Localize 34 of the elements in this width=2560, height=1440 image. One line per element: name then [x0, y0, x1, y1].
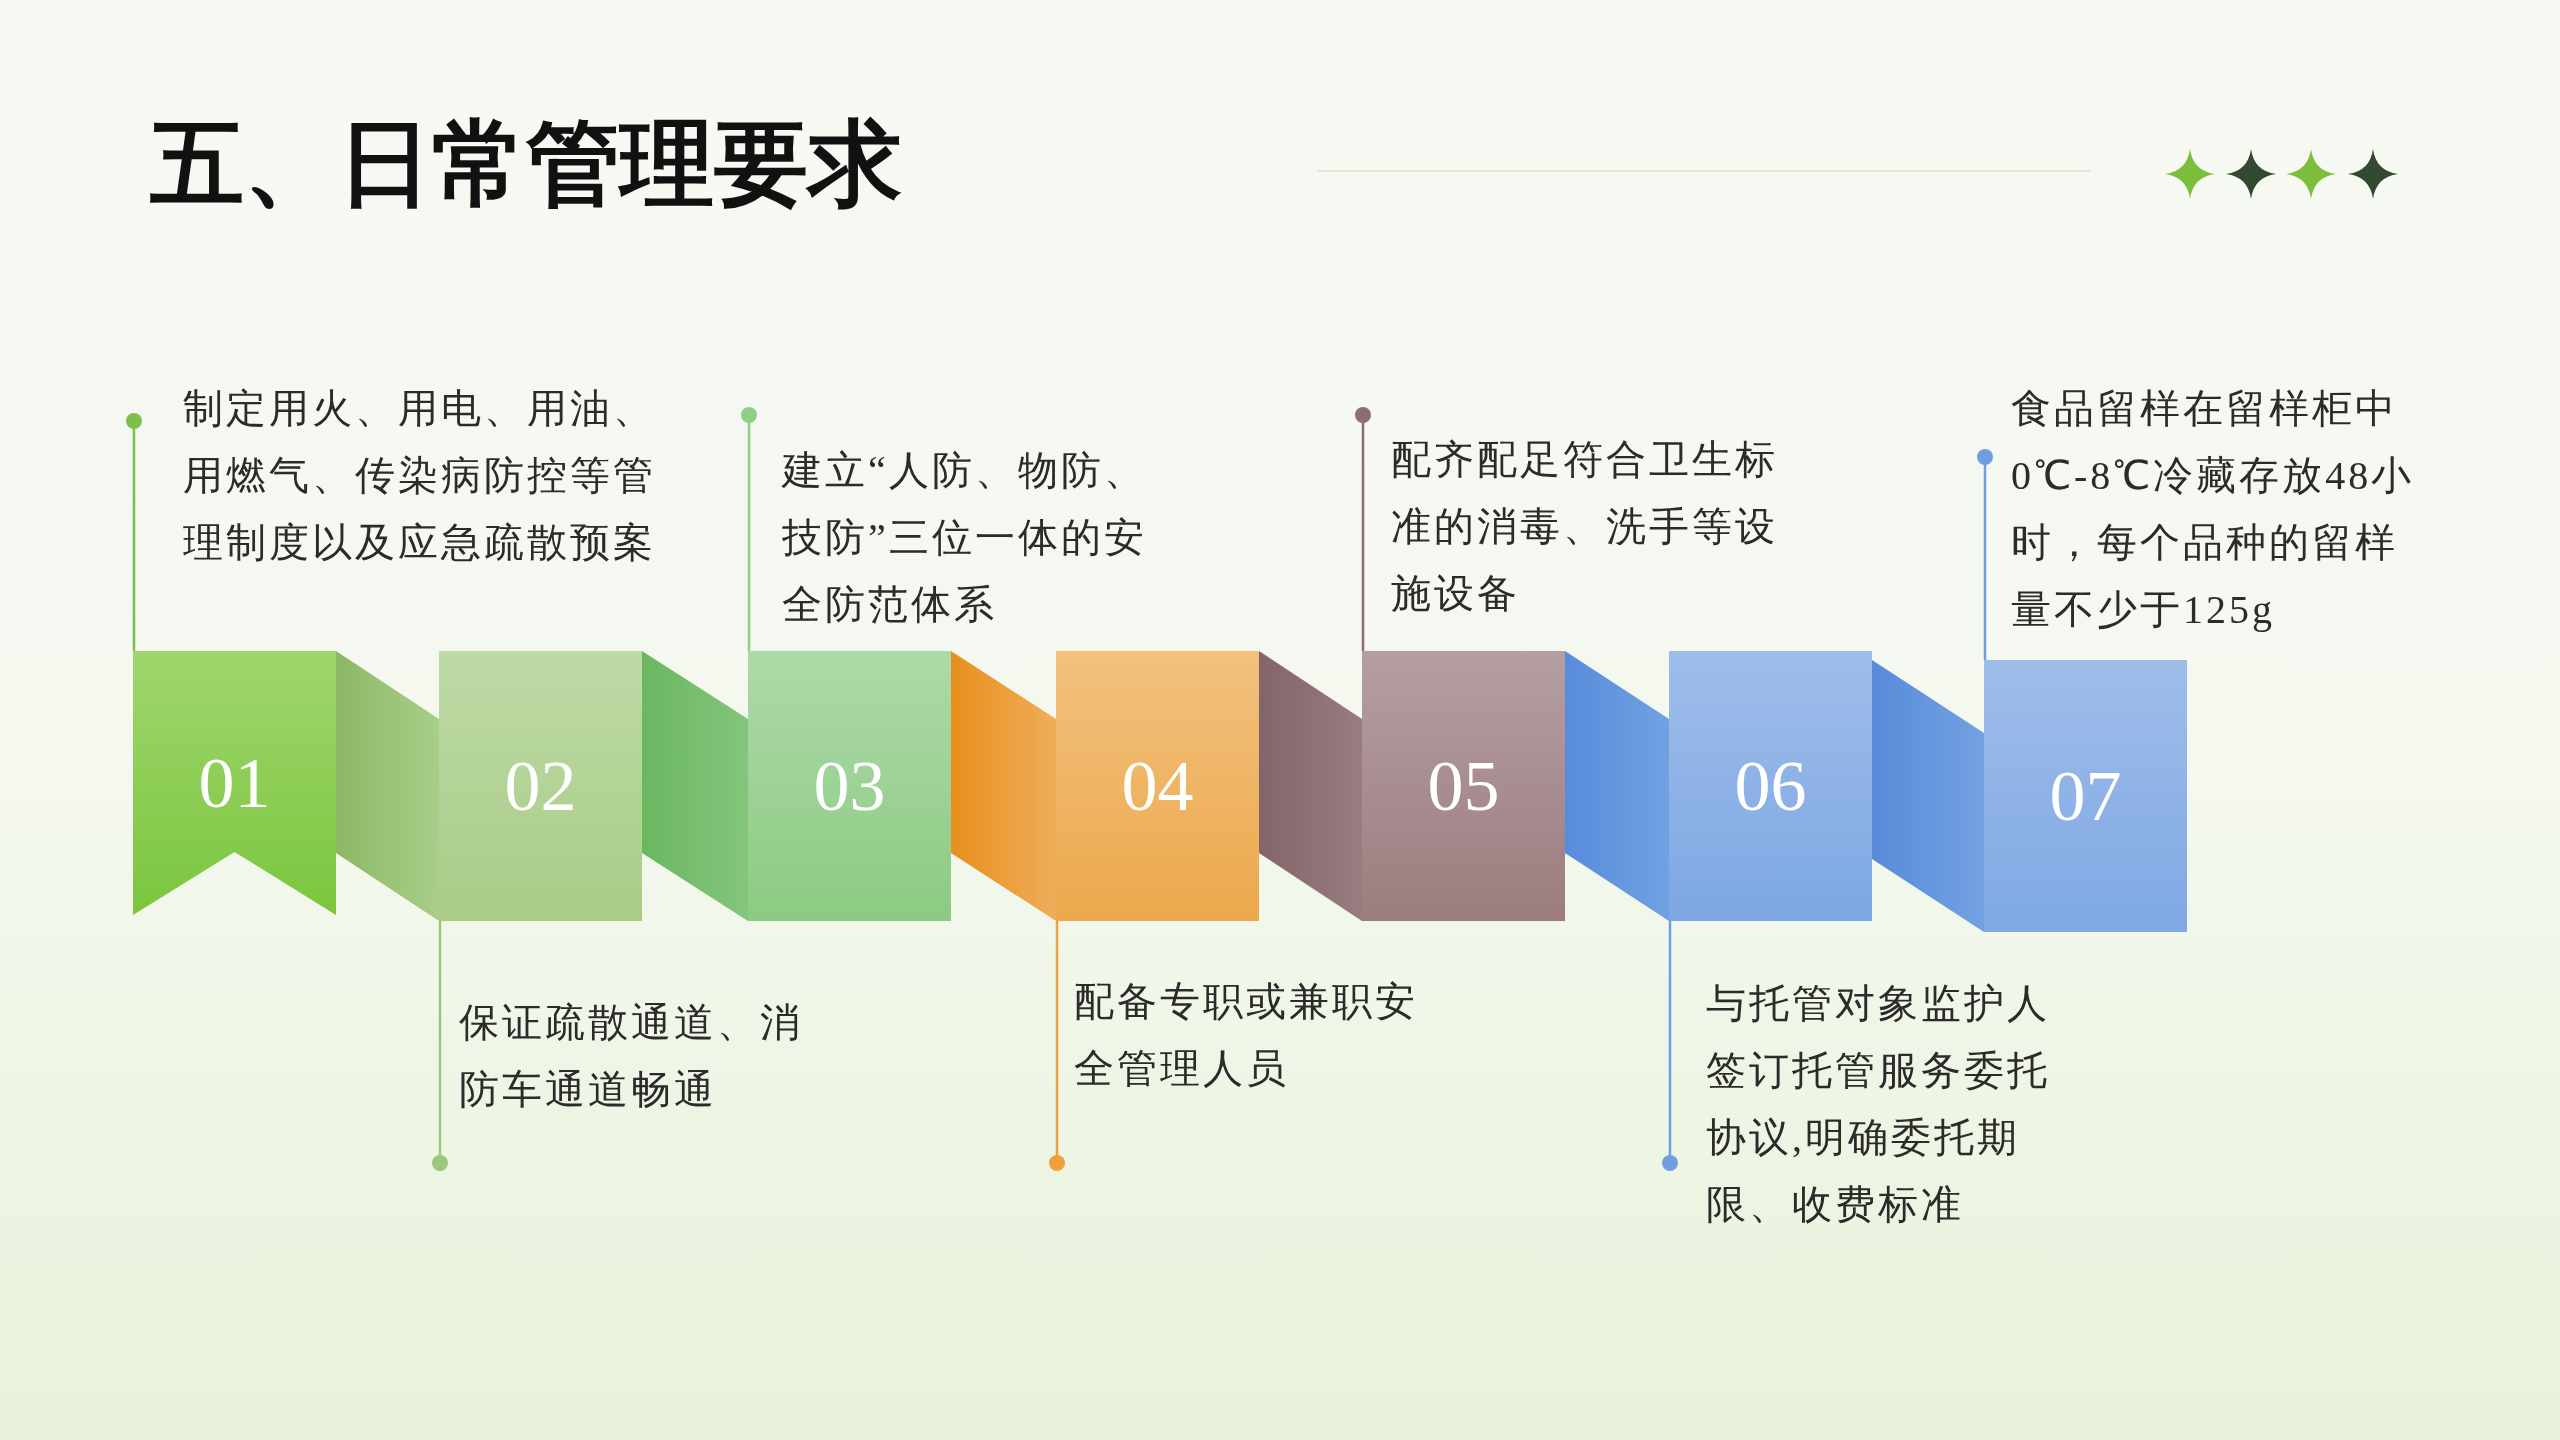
description-text: 保证疏散通道、消防车通道畅通: [459, 989, 809, 1123]
leader-line: [741, 407, 757, 651]
description-text: 食品留样在留样柜中0℃-8℃冷藏存放48小时，每个品种的留样量不少于125g: [2011, 375, 2429, 643]
ribbon-fold: [1872, 660, 1984, 932]
step-number: 04: [1121, 750, 1194, 822]
ribbon-fold: [336, 651, 439, 921]
ribbon-fold: [1259, 651, 1362, 921]
description-text: 配备专职或兼职安全管理人员: [1074, 968, 1424, 1102]
step-number: 07: [2049, 760, 2122, 832]
ribbon-panel: [748, 651, 951, 921]
leader-line: [126, 413, 142, 651]
ribbon-panel: [1669, 651, 1872, 921]
description-text: 配齐配足符合卫生标准的消毒、洗手等设施设备: [1391, 426, 1791, 627]
ribbon-fold: [642, 651, 748, 921]
title: 五、日常管理要求: [150, 114, 902, 214]
step-number: 01: [198, 747, 271, 819]
leader-line: [1662, 921, 1678, 1171]
ribbon-panel: [1056, 651, 1259, 921]
ribbon-fold: [951, 651, 1056, 921]
ribbon-fold: [1565, 651, 1669, 921]
leader-line: [1355, 407, 1371, 651]
description-text: 建立“人防、物防、技防”三位一体的安全防范体系: [782, 437, 1172, 638]
step-number: 02: [504, 750, 577, 822]
step-number: 06: [1734, 750, 1807, 822]
step-number: 03: [813, 750, 886, 822]
description-text: 制定用火、用电、用油、用燃气、传染病防控等管理制度以及应急疏散预案: [183, 375, 673, 576]
step-number: 05: [1427, 750, 1500, 822]
description-text: 与托管对象监护人签订托管服务委托协议,明确委托期限、收费标准: [1706, 970, 2056, 1238]
leader-line: [1977, 449, 1993, 660]
ribbon-panel: [1984, 660, 2187, 932]
ribbon-panel: [439, 651, 642, 921]
ribbon-panel: [1362, 651, 1565, 921]
leader-line: [432, 921, 448, 1171]
leader-line: [1049, 921, 1065, 1171]
